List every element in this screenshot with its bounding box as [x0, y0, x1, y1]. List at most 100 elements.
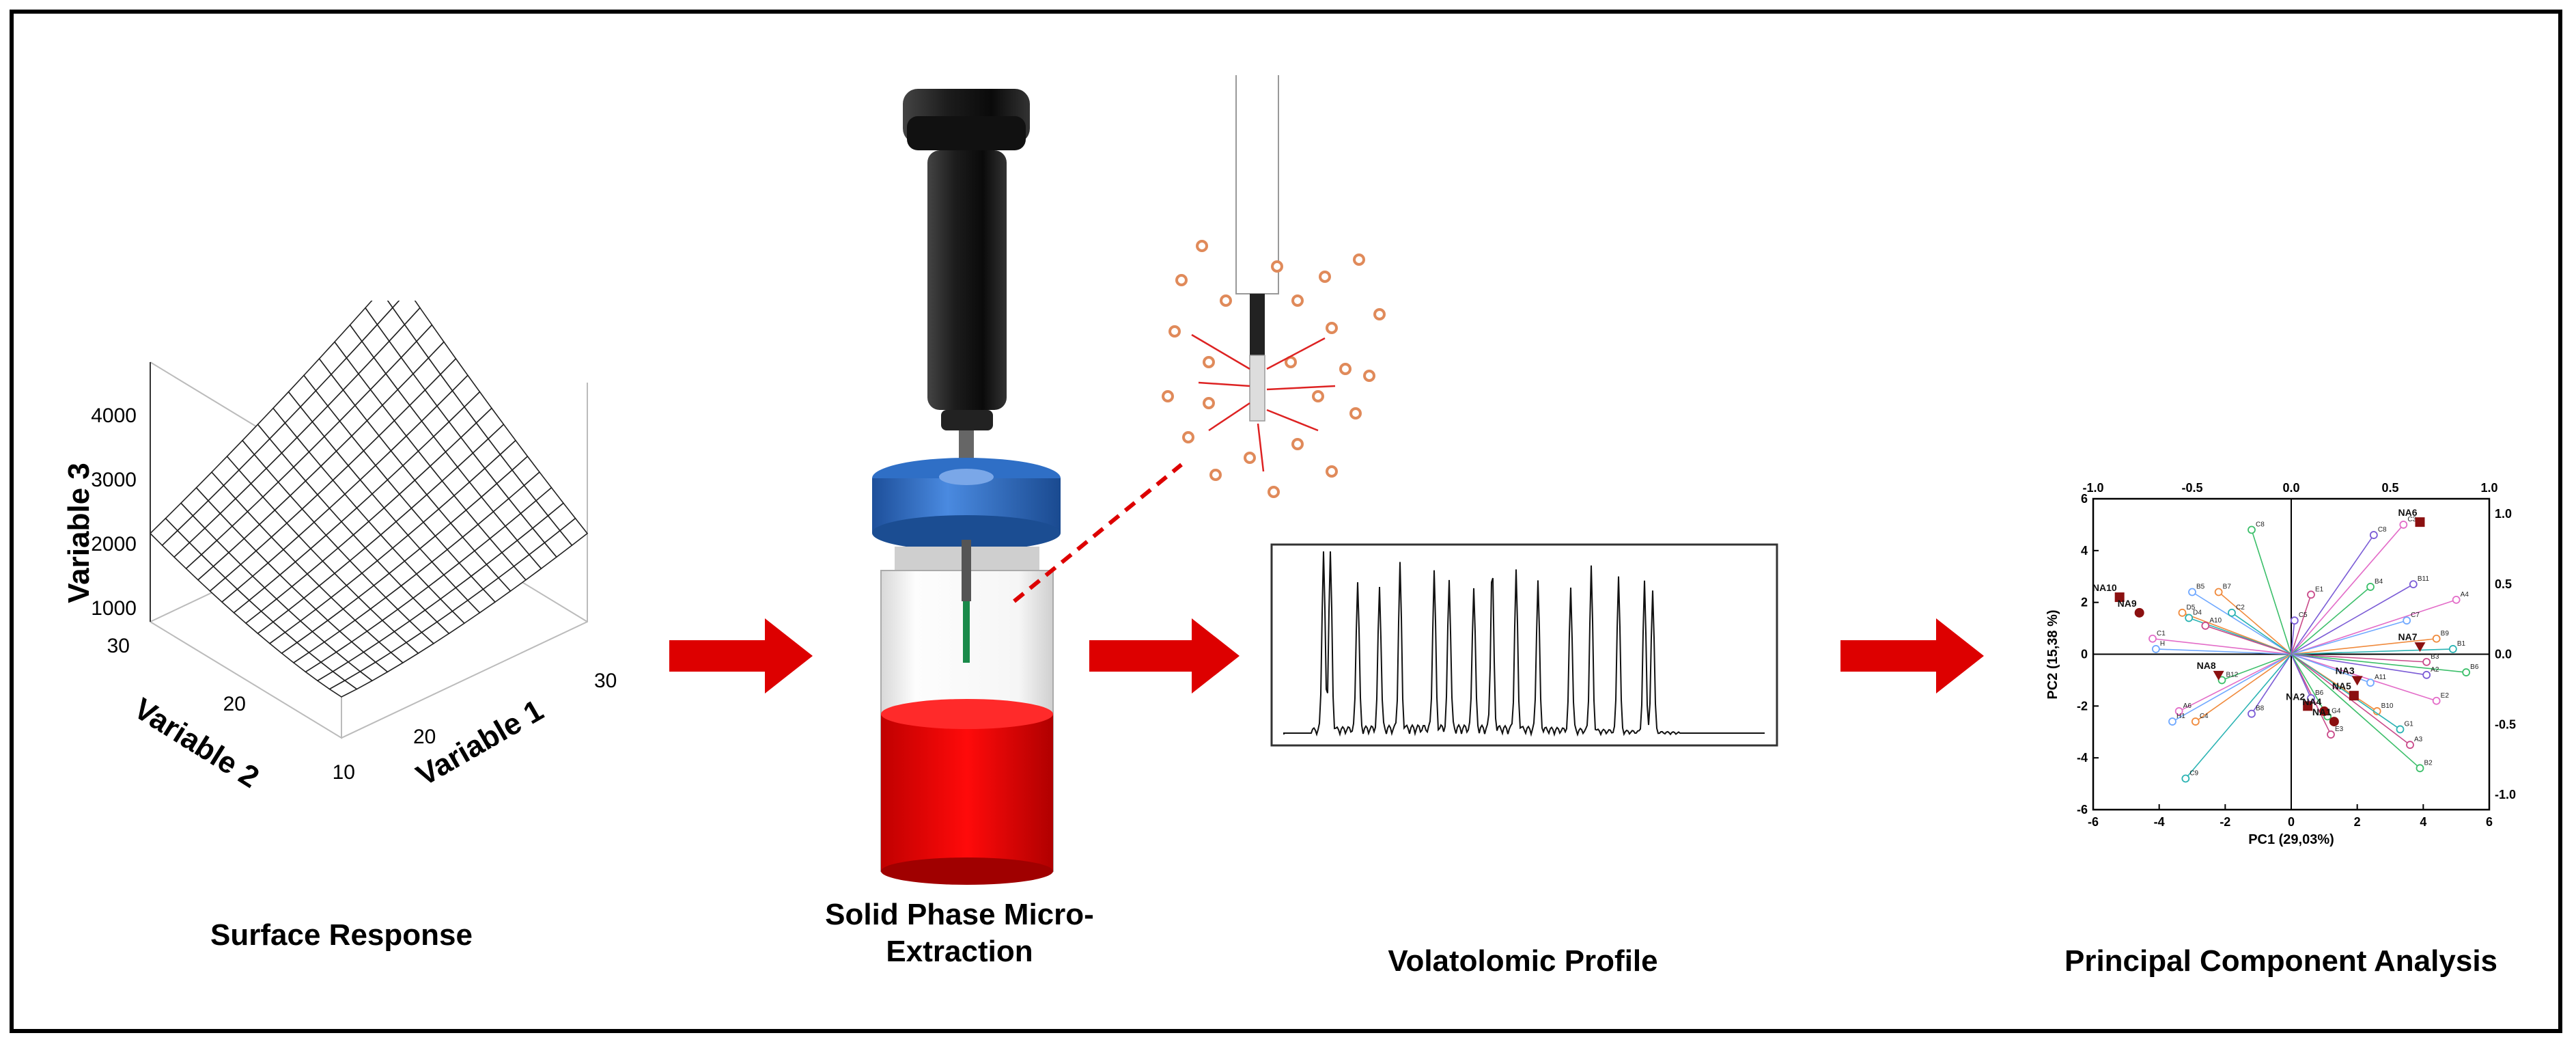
analyte-particle [1326, 322, 1338, 334]
loading-vector [2291, 534, 2375, 655]
surface-z-label: Variable 3 [62, 463, 96, 603]
loading-marker [2452, 595, 2461, 604]
analyte-particle [1285, 356, 1297, 368]
loading-label: B10 [2381, 702, 2394, 710]
pca-top-tick-label: 1.0 [2480, 481, 2497, 495]
analyte-particle [1168, 325, 1181, 338]
loading-vector [2291, 654, 2312, 699]
loading-marker [2416, 764, 2424, 773]
pca-y-tick-label: 6 [2081, 492, 2088, 506]
loading-marker [2181, 774, 2190, 783]
zoom-line [1013, 463, 1183, 603]
pca-x-tick-label: -4 [2154, 815, 2165, 829]
loading-label: B11 [2418, 575, 2429, 583]
analyte-particle [1182, 431, 1194, 443]
analyte-particle [1291, 294, 1304, 307]
loading-marker [2148, 634, 2157, 643]
loading-vector [2291, 653, 2427, 676]
loading-marker [2396, 725, 2405, 734]
sample-label: NA2 [2286, 691, 2305, 702]
flow-arrow-1 [669, 618, 813, 693]
sample-label: NA10 [2092, 582, 2117, 593]
analyte-particle [1353, 253, 1365, 266]
loading-vector [2291, 586, 2371, 655]
pca-right-tick-label: 0.5 [2495, 577, 2512, 591]
needle [962, 540, 971, 601]
analyte-particle [1196, 240, 1208, 252]
loading-label: B6 [2470, 663, 2479, 671]
loading-marker [2406, 741, 2414, 750]
sample-label: NA7 [2398, 631, 2417, 642]
loading-vector [2291, 648, 2453, 655]
loading-label: C3 [2407, 516, 2416, 523]
pca-top-tick-label: 0.5 [2381, 481, 2398, 495]
pca-right-tick-label: -1.0 [2495, 788, 2516, 801]
sample-marker [2415, 517, 2425, 527]
chromatogram [1270, 543, 1778, 747]
spme-caption-line2: Extraction [886, 935, 1033, 968]
sample-label: NA6 [2398, 507, 2417, 518]
loading-marker [2307, 590, 2315, 599]
loading-marker [2174, 707, 2183, 715]
analyte-particle [1162, 390, 1174, 402]
loading-label: A4 [2461, 591, 2469, 599]
sample-label: NA9 [2118, 598, 2137, 609]
particle-path [1257, 423, 1265, 472]
sample-label: NA8 [2197, 660, 2216, 671]
loading-marker [2399, 521, 2408, 529]
pca-right-tick-label: -0.5 [2495, 717, 2516, 731]
loading-label: B6 [2315, 689, 2324, 697]
loading-marker [2366, 583, 2375, 591]
surface-cell [387, 301, 400, 309]
loading-label: D4 [2193, 609, 2202, 616]
pca-x-tick-label: 6 [2486, 815, 2493, 829]
loading-label: B2 [2424, 759, 2433, 767]
loading-label: B12 [2226, 671, 2239, 678]
loading-vector [2291, 653, 2467, 673]
loading-marker [2462, 668, 2471, 676]
loading-label: B9 [2441, 630, 2450, 637]
loading-marker [2422, 670, 2431, 679]
pca-y-tick-label: -6 [2077, 803, 2088, 816]
loading-vector [2291, 620, 2295, 655]
pca-right-tick-label: 1.0 [2495, 507, 2512, 521]
spme-caption: Solid Phase Micro- Extraction [802, 896, 1117, 970]
loading-marker [2201, 621, 2210, 630]
surface-y-tick: 20 [223, 693, 246, 715]
loading-marker [2432, 696, 2441, 705]
analyte-particle [1339, 363, 1352, 375]
loading-label: C7 [2411, 612, 2420, 619]
loading-label: H [2160, 640, 2165, 648]
loading-marker [2151, 645, 2160, 653]
analyte-particle [1244, 452, 1256, 464]
loading-marker [2369, 531, 2378, 539]
loading-vector [2185, 653, 2292, 780]
sample-marker [2319, 706, 2329, 716]
surface-z-tick: 1000 [91, 597, 137, 620]
analyte-particle [1209, 469, 1222, 481]
sample-marker [2303, 701, 2313, 711]
sample-marker [2114, 592, 2125, 603]
surface-z-tick: 2000 [91, 533, 137, 555]
loading-label: B8 [2256, 705, 2265, 713]
loading-marker [2248, 525, 2256, 534]
loading-marker [2248, 709, 2256, 718]
loading-marker [2327, 730, 2335, 739]
zoom-fiber [1235, 75, 1279, 422]
surface-z-tick: 3000 [91, 469, 137, 491]
surface-cell [559, 517, 589, 547]
spme-caption-line1: Solid Phase Micro- [825, 898, 1094, 931]
sample-label: NA5 [2332, 681, 2351, 691]
loading-label: B4 [2375, 578, 2383, 586]
analyte-particle [1268, 486, 1280, 498]
analyte-particle [1319, 271, 1331, 283]
pca-top-tick-label: -0.5 [2181, 481, 2202, 495]
loading-vector [2251, 654, 2292, 715]
loading-marker [2432, 634, 2441, 643]
surface-mesh [149, 301, 589, 698]
sample-marker [2351, 676, 2363, 686]
loading-marker [2168, 717, 2176, 726]
analyte-particle [1203, 397, 1215, 409]
